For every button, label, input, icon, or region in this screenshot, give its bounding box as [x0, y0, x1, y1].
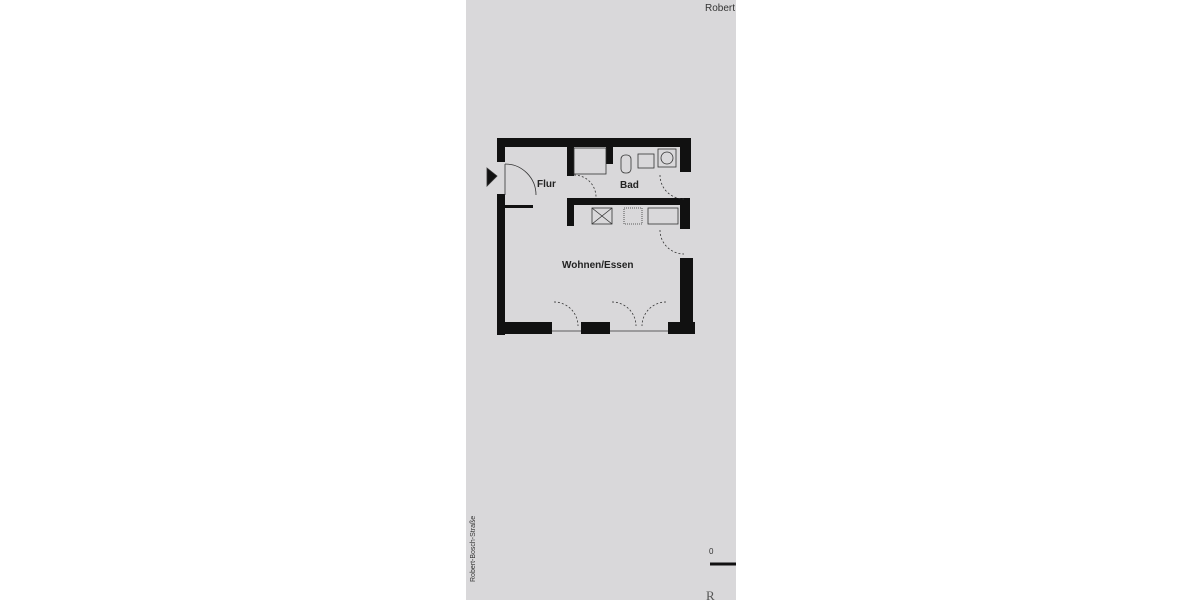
- header-text: Robert: [705, 3, 736, 14]
- room-label-flur: Flur: [537, 179, 556, 190]
- fixtures: [486, 147, 736, 566]
- street-label: Robert-Bosch-Straße: [470, 515, 477, 582]
- room-label-bad: Bad: [620, 180, 639, 191]
- footer-text: R: [706, 588, 715, 603]
- entrance-arrow-icon: [486, 167, 498, 187]
- room-label-wohnen-essen: Wohnen/Essen: [562, 260, 634, 271]
- walls: [497, 138, 695, 335]
- scale-zero: 0: [709, 547, 714, 556]
